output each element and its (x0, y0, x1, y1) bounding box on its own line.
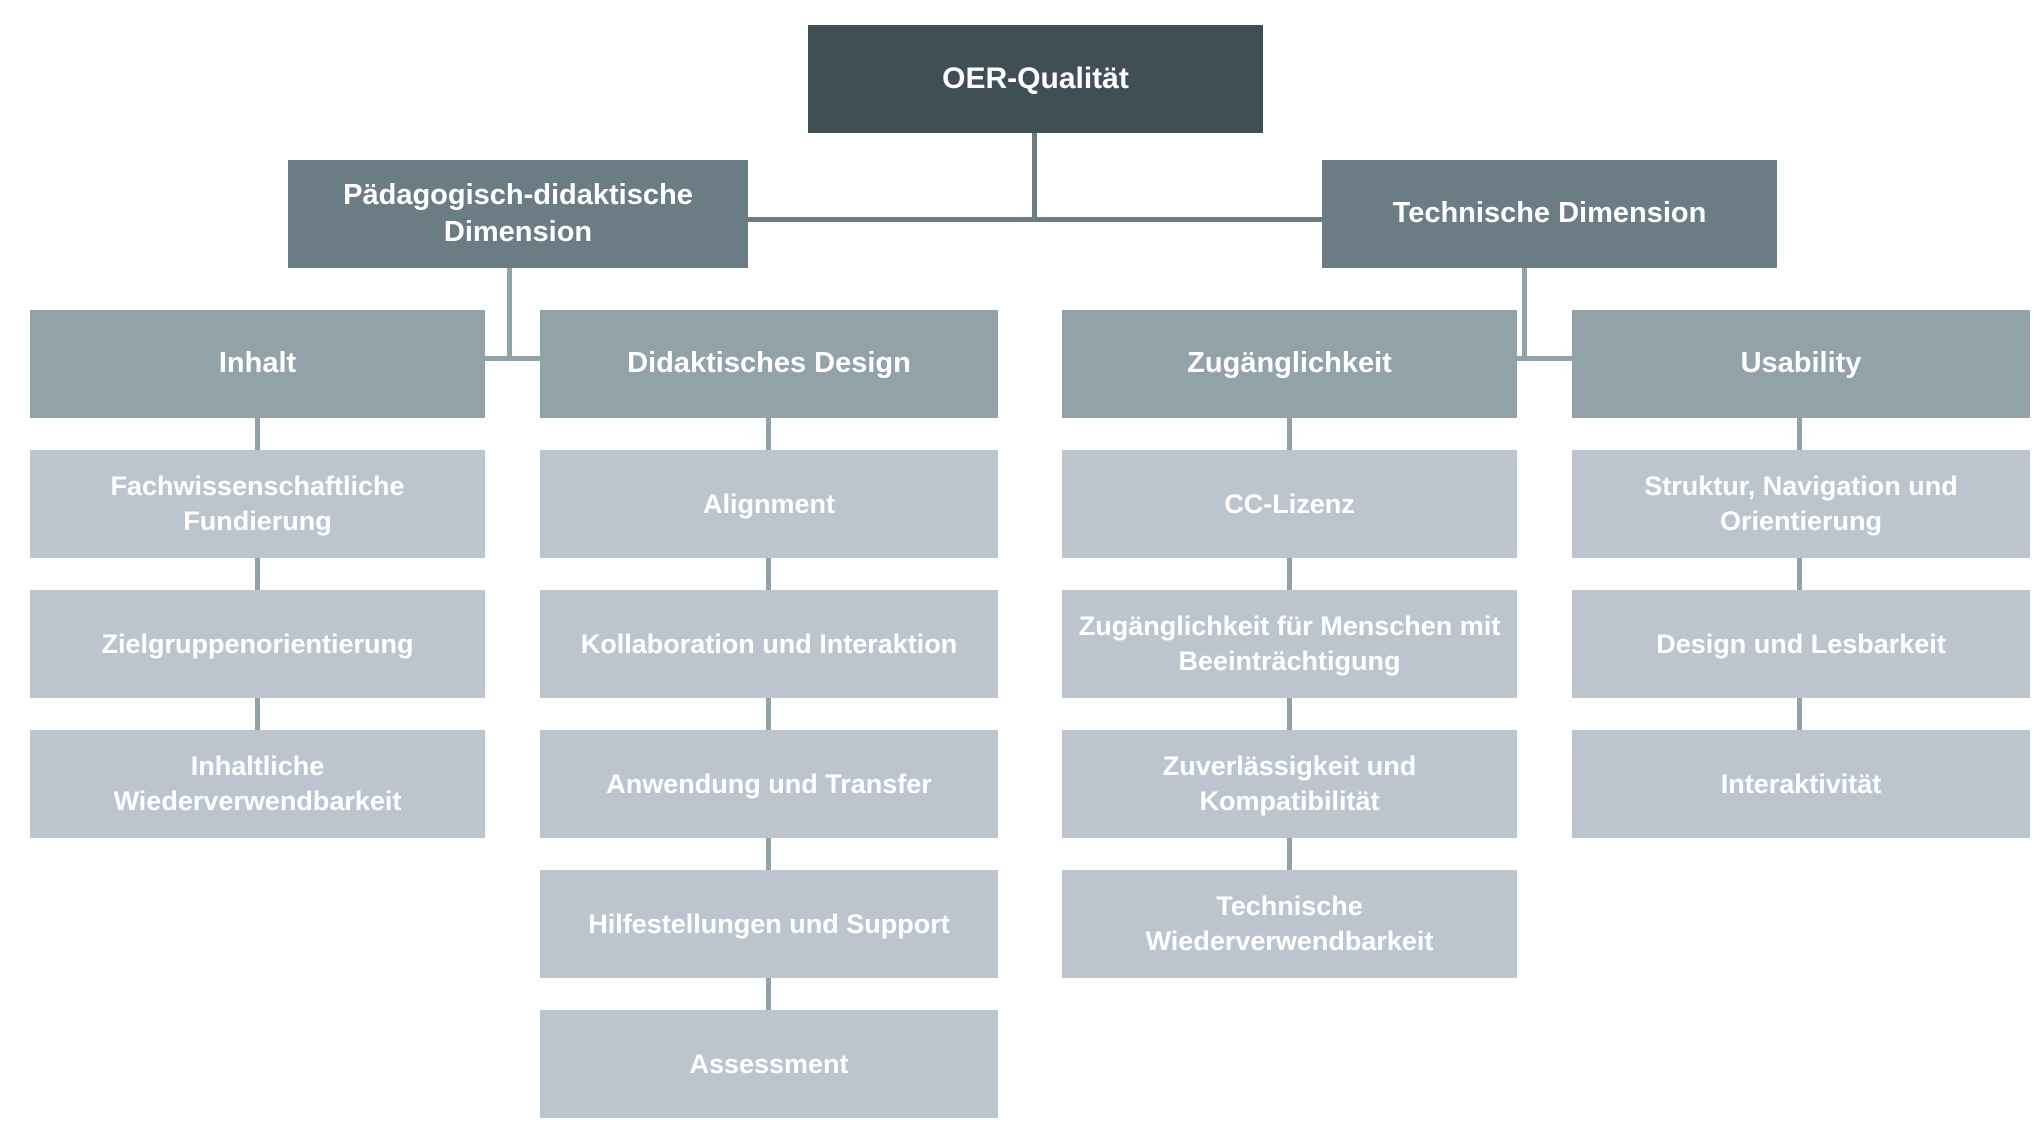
connector-col1-seg3 (255, 698, 260, 732)
connector-col4-seg3 (1797, 698, 1802, 732)
connector-col3-seg1 (1287, 418, 1292, 452)
node-category-inhalt[interactable]: Inhalt (30, 310, 485, 418)
connector-col2-seg3 (766, 698, 771, 732)
connector-col2-seg5 (766, 978, 771, 1012)
connector-category-bus-left (483, 356, 541, 361)
connector-col1-seg2 (255, 558, 260, 592)
node-leaf-zuverlaessigkeit-und-kompatibilitaet[interactable]: Zuverlässigkeit und Kompatibilität (1062, 730, 1517, 838)
connector-col2-seg4 (766, 838, 771, 872)
node-leaf-alignment[interactable]: Alignment (540, 450, 998, 558)
connector-col4-seg2 (1797, 558, 1802, 592)
connector-col1-seg1 (255, 418, 260, 452)
node-dimension-paedagogisch-didaktisch[interactable]: Pädagogisch-didaktische Dimension (288, 160, 748, 268)
connector-col2-seg2 (766, 558, 771, 592)
connector-col3-seg2 (1287, 558, 1292, 592)
node-leaf-design-und-lesbarkeit[interactable]: Design und Lesbarkeit (1572, 590, 2030, 698)
connector-col3-seg3 (1287, 698, 1292, 732)
node-dimension-technische[interactable]: Technische Dimension (1322, 160, 1777, 268)
node-leaf-inhaltliche-wiederverwendbarkeit[interactable]: Inhaltliche Wiederverwendbarkeit (30, 730, 485, 838)
node-leaf-zielgruppenorientierung[interactable]: Zielgruppenorientierung (30, 590, 485, 698)
connector-col2-seg1 (766, 418, 771, 452)
node-leaf-zugaenglichkeit-fuer-menschen-mit-beeintraechtigung[interactable]: Zugänglichkeit für Menschen mit Beeinträ… (1062, 590, 1517, 698)
node-leaf-interaktivitaet[interactable]: Interaktivität (1572, 730, 2030, 838)
node-leaf-struktur-navigation-und-orientierung[interactable]: Struktur, Navigation und Orientierung (1572, 450, 2030, 558)
node-root-oer-qualitaet[interactable]: OER-Qualität (808, 25, 1263, 133)
node-category-usability[interactable]: Usability (1572, 310, 2030, 418)
node-category-zugaenglichkeit[interactable]: Zugänglichkeit (1062, 310, 1517, 418)
connector-category-bus-right (1515, 356, 1573, 361)
node-category-didaktisches-design[interactable]: Didaktisches Design (540, 310, 998, 418)
connector-dimension-bus (745, 217, 1325, 222)
connector-dimension-left-stem (507, 268, 512, 360)
node-leaf-technische-wiederverwendbarkeit[interactable]: Technische Wiederverwendbarkeit (1062, 870, 1517, 978)
node-leaf-kollaboration-und-interaktion[interactable]: Kollaboration und Interaktion (540, 590, 998, 698)
connector-root-stem (1032, 133, 1037, 221)
connector-dimension-right-stem (1522, 268, 1527, 360)
connector-col3-seg4 (1287, 838, 1292, 872)
node-leaf-cc-lizenz[interactable]: CC-Lizenz (1062, 450, 1517, 558)
node-leaf-anwendung-und-transfer[interactable]: Anwendung und Transfer (540, 730, 998, 838)
connector-col4-seg1 (1797, 418, 1802, 452)
node-leaf-assessment[interactable]: Assessment (540, 1010, 998, 1118)
node-leaf-hilfestellungen-und-support[interactable]: Hilfestellungen und Support (540, 870, 998, 978)
node-leaf-fachwissenschaftliche-fundierung[interactable]: Fachwissenschaftliche Fundierung (30, 450, 485, 558)
